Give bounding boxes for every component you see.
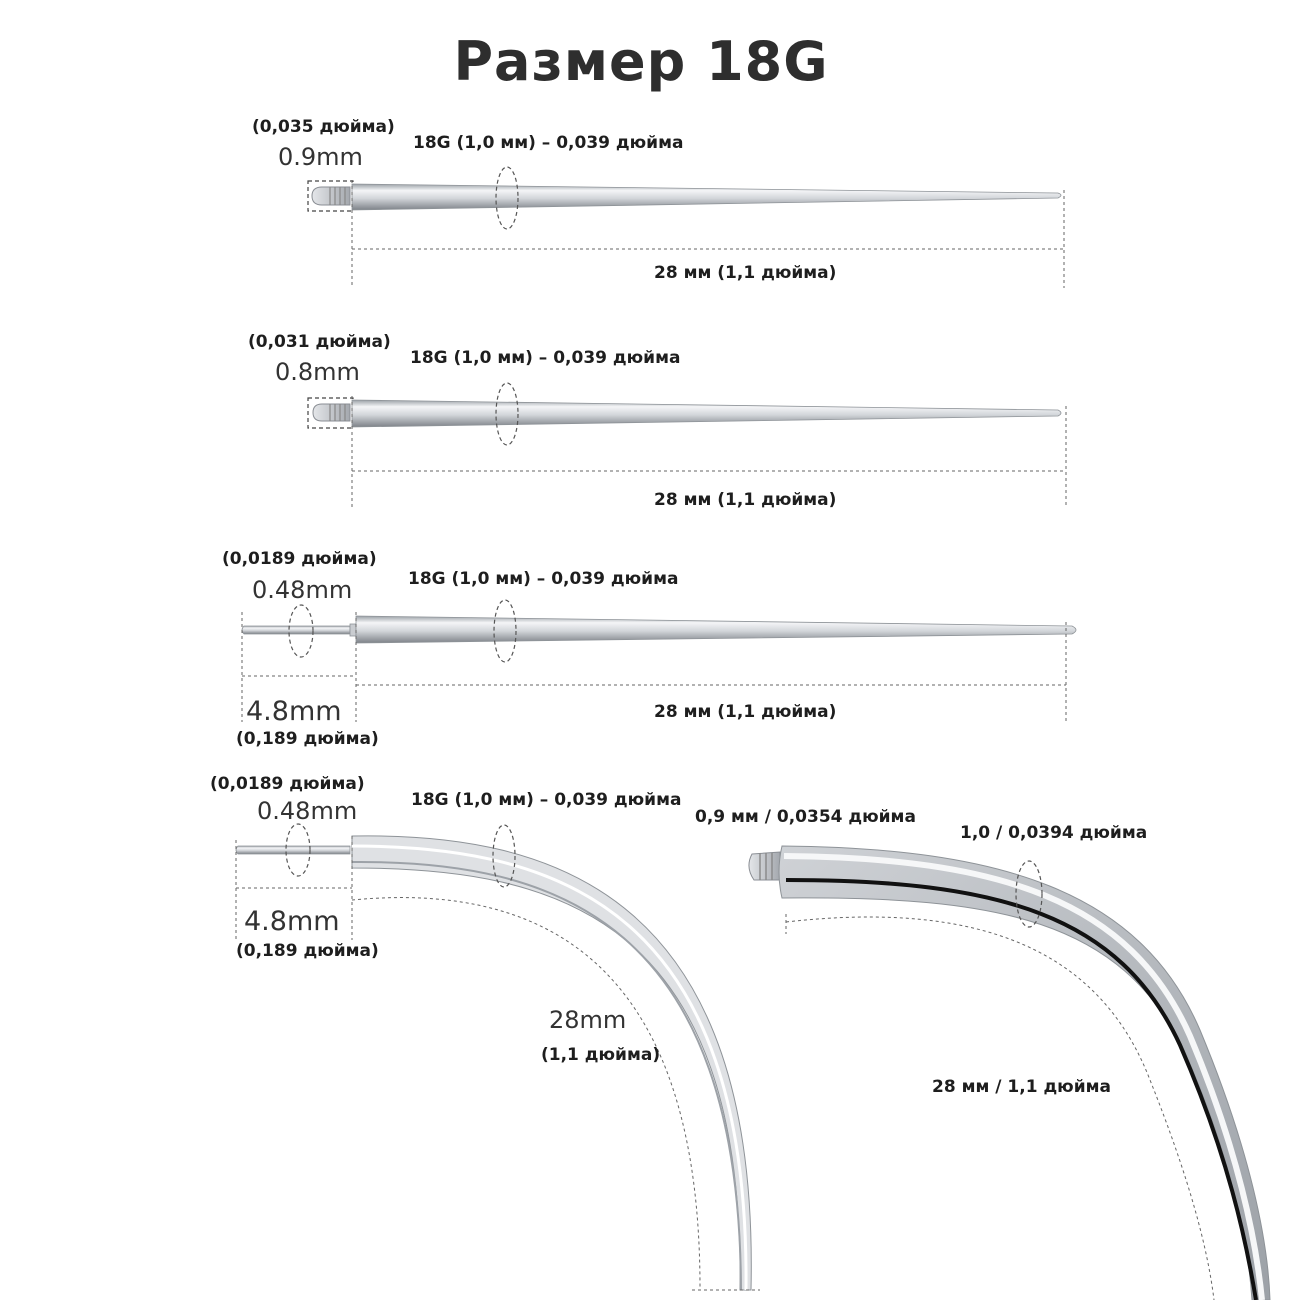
taper-shaft <box>355 615 1077 644</box>
curved-shaft <box>778 845 1271 1300</box>
curved-left-pin-length-mm: 4.8mm <box>244 906 340 937</box>
gauge-marker <box>495 166 519 230</box>
pin1-tip-inch: (0,035 дюйма) <box>252 117 395 137</box>
insertion-pin <box>241 625 351 635</box>
straight-taper-3 <box>241 599 1077 722</box>
curved-left-length-mm: 28mm <box>549 1006 627 1034</box>
page-title: Размер 18G <box>453 30 829 93</box>
pin3-tip-inch: (0,0189 дюйма) <box>222 549 377 569</box>
curved-taper-left <box>235 823 760 1291</box>
pin-gauge-marker <box>288 604 314 658</box>
pin-gauge-marker <box>285 823 311 877</box>
gauge-marker <box>493 599 517 663</box>
length-dimension-line <box>785 916 1215 1300</box>
curved-left-length-inch: (1,1 дюйма) <box>541 1045 661 1065</box>
threaded-head <box>748 851 781 881</box>
gauge-marker <box>492 824 516 888</box>
taper-shaft <box>351 399 1062 428</box>
length-dimension-line <box>351 897 701 1289</box>
taper-shaft <box>351 183 1062 211</box>
curved-right-thread: 0,9 мм / 0,0354 дюйма <box>695 807 916 827</box>
straight-taper-1 <box>307 166 1065 288</box>
threaded-head <box>312 403 351 422</box>
curved-left-gauge: 18G (1,0 мм) – 0,039 дюйма <box>411 790 682 810</box>
pin2-tip-mm: 0.8mm <box>275 358 360 386</box>
pin3-pin-length-mm: 4.8mm <box>246 696 342 727</box>
curved-left-tip-inch: (0,0189 дюйма) <box>210 774 365 794</box>
pin2-gauge: 18G (1,0 мм) – 0,039 дюйма <box>410 348 681 368</box>
pin2-length: 28 мм (1,1 дюйма) <box>654 490 837 510</box>
pin2-tip-inch: (0,031 дюйма) <box>248 332 391 352</box>
pin3-tip-mm: 0.48mm <box>252 576 353 604</box>
curved-right-length: 28 мм / 1,1 дюйма <box>932 1077 1111 1097</box>
pin3-pin-length-inch: (0,189 дюйма) <box>236 729 379 749</box>
pin3-gauge: 18G (1,0 мм) – 0,039 дюйма <box>408 569 679 589</box>
threaded-head <box>311 186 351 206</box>
straight-taper-2 <box>307 382 1067 508</box>
curved-left-pin-length-inch: (0,189 дюйма) <box>236 941 379 961</box>
curved-right-gauge: 1,0 / 0,0394 дюйма <box>960 823 1148 843</box>
curved-left-tip-mm: 0.48mm <box>257 797 358 825</box>
gauge-marker <box>1015 860 1043 928</box>
pin1-gauge: 18G (1,0 мм) – 0,039 дюйма <box>413 133 684 153</box>
gauge-marker <box>495 382 519 446</box>
pin1-length: 28 мм (1,1 дюйма) <box>654 263 837 283</box>
insertion-pin <box>235 845 351 855</box>
curved-taper-right <box>748 845 1271 1300</box>
pin3-length: 28 мм (1,1 дюйма) <box>654 702 837 722</box>
pin1-tip-mm: 0.9mm <box>278 143 363 171</box>
